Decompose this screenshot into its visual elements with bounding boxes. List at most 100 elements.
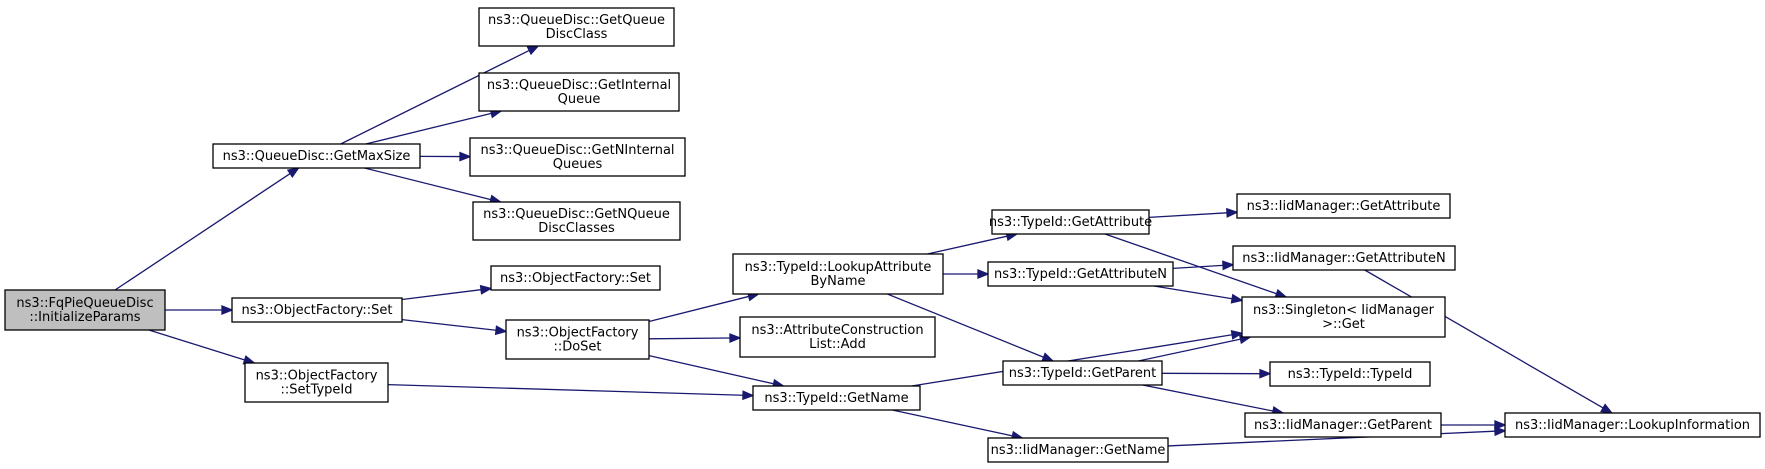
- edge-ns3-typeid-lookupattributebyname-to-ns3-typeid-getattribute: [927, 231, 1019, 255]
- node-label: DiscClass: [546, 27, 608, 42]
- node-ns3-objectfactory-doset[interactable]: ns3::ObjectFactory::DoSet: [505, 319, 650, 360]
- edge-line: [1104, 233, 1277, 295]
- node-box: [478, 72, 680, 112]
- edge-ns3-iidmanager-getattributen-to-ns3-iidmanager-lookupinformation: [1364, 269, 1614, 414]
- node-ns3-typeid-typeid[interactable]: ns3::TypeId::TypeId: [1269, 361, 1431, 387]
- edge-ns3-objectfactory-set-to-ns3-objectfactory-doset: [401, 318, 508, 336]
- node-box: [1504, 412, 1761, 438]
- node-box: [732, 253, 944, 295]
- node-box: [478, 7, 675, 47]
- node-ns3-iidmanager-getname[interactable]: ns3::IidManager::GetName: [987, 437, 1169, 463]
- node-label: ns3::IidManager::GetParent: [1254, 418, 1432, 433]
- node-label: ns3::ObjectFactory: [517, 326, 639, 341]
- node-box: [244, 362, 389, 403]
- edge-line: [648, 355, 774, 385]
- node-ns3-objectfactory-set[interactable]: ns3::ObjectFactory::Set: [490, 265, 661, 291]
- edge-arrowhead: [526, 45, 540, 56]
- node-box: [987, 437, 1169, 463]
- edge-ns3-fqpiequeuedisc-initializeparams-to-ns3-queuedisc-getmaxsize: [114, 167, 300, 291]
- edge-line: [1364, 269, 1604, 409]
- node-label: ns3::IidManager::LookupInformation: [1515, 418, 1750, 433]
- node-box: [505, 319, 650, 360]
- node-ns3-typeid-getattribute[interactable]: ns3::TypeId::GetAttribute: [989, 209, 1152, 235]
- edge-ns3-fqpiequeuedisc-initializeparams-to-ns3-objectfactory-settypeid: [148, 329, 256, 365]
- node-box: [490, 265, 661, 291]
- node-ns3-iidmanager-lookupinformation[interactable]: ns3::IidManager::LookupInformation: [1504, 412, 1761, 438]
- edge-ns3-typeid-lookupattributebyname-to-ns3-typeid-getattributen: [942, 269, 990, 279]
- edge-arrowhead: [1494, 426, 1507, 437]
- node-label: ns3::TypeId::GetAttributeN: [994, 267, 1167, 282]
- edge-arrowhead: [742, 390, 755, 401]
- edge-line: [364, 167, 491, 201]
- edge-line: [1167, 430, 1496, 447]
- edge-arrowhead: [1230, 329, 1244, 340]
- edge-ns3-objectfactory-settypeid-to-ns3-typeid-getname: [387, 383, 755, 401]
- node-box: [1244, 412, 1442, 438]
- node-box: [212, 143, 421, 169]
- edge-arrowhead: [977, 269, 990, 279]
- edge-arrowhead: [1226, 207, 1239, 218]
- edge-arrowhead: [479, 284, 493, 295]
- edge-arrowhead: [1041, 352, 1055, 362]
- edge-line: [1148, 212, 1228, 219]
- edge-ns3-fqpiequeuedisc-initializeparams-to-ns3-objectfactory-set: [165, 305, 234, 315]
- edge-line: [927, 235, 1008, 255]
- edge-ns3-queuedisc-getmaxsize-to-ns3-queuedisc-getninternalqueues: [419, 151, 472, 162]
- edge-ns3-typeid-getparent-to-ns3-typeid-typeid: [1161, 368, 1272, 379]
- node-ns3-typeid-getparent[interactable]: ns3::TypeId::GetParent: [1002, 360, 1163, 386]
- edge-arrowhead: [729, 333, 742, 343]
- node-label: ns3::IidManager::GetAttribute: [1247, 199, 1441, 214]
- node-ns3-singleton-iidmanager-get[interactable]: ns3::Singleton< IidManager >::Get: [1241, 296, 1446, 338]
- edge-arrowhead: [1494, 420, 1507, 430]
- edge-line: [892, 409, 1013, 437]
- node-label: ::SetTypeId: [280, 383, 352, 398]
- edge-line: [648, 337, 731, 340]
- edge-arrowhead: [221, 305, 234, 315]
- node-box: [752, 385, 921, 411]
- edge-arrowhead: [1259, 368, 1272, 379]
- node-ns3-iidmanager-getparent[interactable]: ns3::IidManager::GetParent: [1244, 412, 1442, 438]
- edge-ns3-typeid-getparent-to-ns3-iidmanager-getparent: [1142, 384, 1285, 416]
- node-label: ns3::QueueDisc::GetNQueue: [483, 207, 670, 222]
- edge-ns3-objectfactory-set-to-ns3-objectfactory-set: [401, 284, 493, 301]
- node-ns3-objectfactory-set[interactable]: ns3::ObjectFactory::Set: [231, 297, 403, 323]
- edge-line: [1142, 384, 1274, 412]
- edge-ns3-iidmanager-getname-to-ns3-iidmanager-lookupinformation: [1167, 426, 1507, 447]
- edge-arrowhead: [494, 325, 508, 336]
- node-label: ns3::TypeId::GetParent: [1009, 366, 1157, 381]
- node-label: ns3::TypeId::LookupAttribute: [745, 260, 932, 275]
- node-box: [231, 297, 403, 323]
- node-label: ns3::IidManager::GetAttributeN: [1242, 251, 1446, 266]
- node-label: DiscClasses: [538, 221, 615, 236]
- edge-line: [401, 318, 497, 331]
- node-box: [1236, 193, 1451, 219]
- node-ns3-queuedisc-getmaxsize[interactable]: ns3::QueueDisc::GetMaxSize: [212, 143, 421, 169]
- node-label: Queues: [553, 157, 603, 172]
- node-box: [472, 201, 681, 241]
- node-ns3-iidmanager-getattributen[interactable]: ns3::IidManager::GetAttributeN: [1232, 245, 1456, 271]
- node-label: ns3::ObjectFactory::Set: [241, 303, 392, 318]
- edge-line: [1153, 285, 1233, 300]
- edge-ns3-objectfactory-doset-to-ns3-attributeconstructionlist-add: [648, 333, 742, 343]
- node-box: [1269, 361, 1431, 387]
- edge-line: [387, 383, 744, 396]
- node-ns3-fqpiequeuedisc-initializeparams[interactable]: ns3::FqPieQueueDisc::InitializeParams: [4, 289, 166, 331]
- edge-line: [365, 112, 492, 145]
- edge-ns3-typeid-getattribute-to-ns3-iidmanager-getattribute: [1148, 207, 1239, 219]
- node-ns3-typeid-getname[interactable]: ns3::TypeId::GetName: [752, 385, 921, 411]
- node-ns3-typeid-getattributen[interactable]: ns3::TypeId::GetAttributeN: [987, 261, 1174, 287]
- node-ns3-objectfactory-settypeid[interactable]: ns3::ObjectFactory::SetTypeId: [244, 362, 389, 403]
- node-label: >::Get: [1322, 317, 1365, 332]
- node-label: ::InitializeParams: [29, 310, 140, 325]
- node-box: [739, 316, 936, 358]
- edge-line: [340, 49, 530, 145]
- node-ns3-iidmanager-getattribute[interactable]: ns3::IidManager::GetAttribute: [1236, 193, 1451, 219]
- edge-arrowhead: [286, 167, 300, 179]
- edge-arrowhead: [1230, 293, 1244, 304]
